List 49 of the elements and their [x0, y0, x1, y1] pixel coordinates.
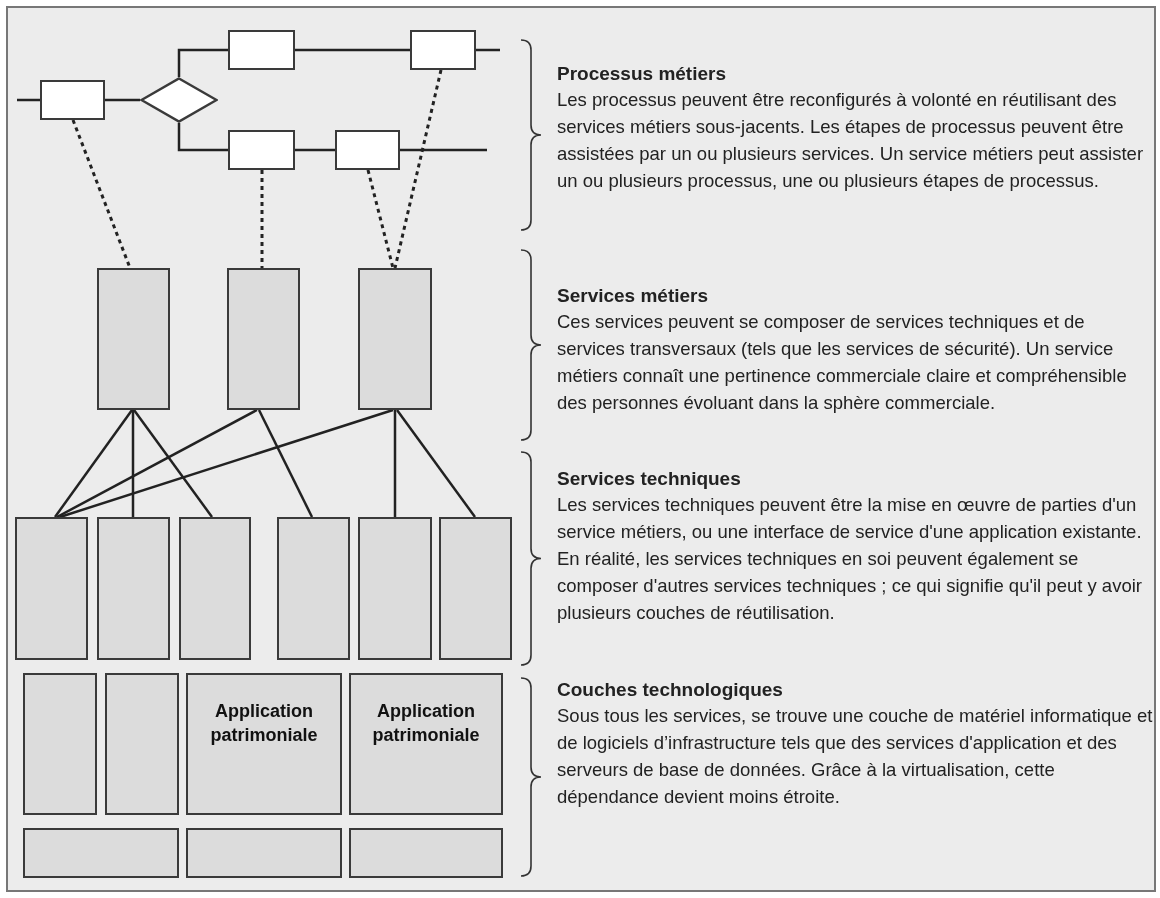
- service-box: [105, 673, 179, 815]
- dotted-connector: [71, 119, 132, 269]
- connector-line: [105, 98, 140, 102]
- service-box: [439, 517, 512, 660]
- section-heading: Services métiers: [557, 284, 710, 308]
- connector-line: [257, 409, 314, 518]
- service-box: [358, 517, 432, 660]
- service-box: [23, 828, 179, 878]
- service-box: [23, 673, 97, 815]
- service-box: [97, 517, 170, 660]
- section-heading: Services techniques: [557, 467, 742, 491]
- connector-line: [295, 148, 335, 152]
- connector-line: [56, 408, 258, 519]
- description-text: Sous tous les services, se trouve une couche de matériel informatique et de logiciels d’infrastructure tels que des services d'application et des serveurs de base de données. Grâce à la virtualisation, cette dépendance devient moins étroite.: [557, 704, 1153, 809]
- connector-line: [59, 408, 394, 519]
- process-step-box: [228, 30, 295, 70]
- connector-line: [295, 48, 410, 52]
- description-text: Ces services peuvent se composer de services techniques et de services transversaux (tels que les services de sécurité). Un service métiers connaît une pertinence commerciale claire et compréhensible des personnes évoluant dans la sphère commerciale.: [557, 310, 1128, 415]
- service-box: [349, 828, 503, 878]
- service-box: [358, 268, 432, 410]
- connector-line: [396, 409, 476, 518]
- service-box: [277, 517, 350, 660]
- application-box: Application patrimoniale: [186, 673, 342, 815]
- service-box: [15, 517, 88, 660]
- description-text: Les processus peuvent être reconfigurés à volonté en réutilisant des services métiers sous-jacents. Les étapes de processus peuvent être assistées par un ou plusieurs services. Un service métiers peut assister un ou plusieurs processus, une ou plusieurs étapes de processus.: [557, 88, 1145, 193]
- process-step-box: [228, 130, 295, 170]
- dotted-connector: [260, 170, 264, 268]
- connector-line: [131, 410, 135, 517]
- process-step-box: [40, 80, 105, 120]
- process-step-box: [410, 30, 476, 70]
- description-text: Les services techniques peuvent être la mise en œuvre de parties d'un service métiers, ou une interface de service d'une application existante. En réalité, les services techniques en soi peuvent également se composer d'autres services techniques ; ce qui signifie qu'il peut y avoir plusieurs couches de réutilisation.: [557, 493, 1143, 625]
- connector-line: [476, 48, 500, 52]
- section-heading: Processus métiers: [557, 62, 727, 86]
- connector-line: [17, 98, 40, 102]
- section-heading: Couches technologiques: [557, 678, 784, 702]
- connector-line: [393, 410, 397, 517]
- connector-line: [400, 148, 487, 152]
- process-step-box: [335, 130, 400, 170]
- service-box: [179, 517, 251, 660]
- service-box: [97, 268, 170, 410]
- connector-line: [54, 409, 133, 518]
- service-box: [227, 268, 300, 410]
- connector-line: [177, 48, 228, 77]
- dotted-connector: [393, 69, 443, 269]
- service-box: [186, 828, 342, 878]
- connector-line: [177, 123, 228, 152]
- connector-line: [133, 409, 213, 518]
- dotted-connector: [366, 169, 395, 269]
- application-box: Application patrimoniale: [349, 673, 503, 815]
